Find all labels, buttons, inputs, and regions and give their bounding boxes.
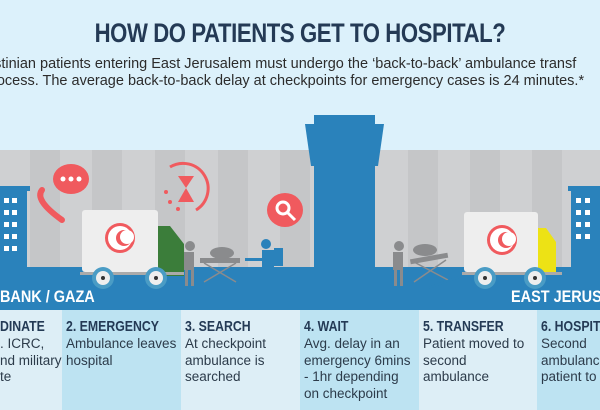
hourglass-timer-icon <box>164 161 210 212</box>
step-text: At checkpoint <box>185 336 267 351</box>
subtitle-line-2: rocess. The average back-to-back delay a… <box>0 73 585 89</box>
step-title: 3. SEARCH <box>185 318 251 335</box>
step-title: 6. HOSPITA <box>541 318 600 335</box>
page-title: HOW DO PATIENTS GET TO HOSPITAL? <box>94 18 506 48</box>
region-label-right: EAST JERUS <box>511 287 600 306</box>
step-text: . ICRC, <box>0 336 45 351</box>
patient-stretcher-right <box>393 241 463 289</box>
right-hospital-building <box>568 186 600 269</box>
step-text: Patient moved to <box>423 336 525 351</box>
step-text: searched <box>185 369 241 384</box>
step-text: Ambulance leaves <box>66 336 177 351</box>
step-text: patient to <box>541 369 597 384</box>
watchtower <box>305 115 384 270</box>
step-text: - 1hr depending <box>304 369 399 384</box>
search-icon <box>267 193 303 227</box>
checkpoint-illustration <box>0 115 600 310</box>
step-title: 2. EMERGENCY <box>66 318 159 335</box>
step-text: ambulance <box>541 352 600 368</box>
step-text: second <box>423 352 467 368</box>
step-text: ambulance <box>423 369 490 384</box>
step-search: 3. SEARCH At checkpoint ambulance is sea… <box>181 310 300 410</box>
step-text: Second <box>541 336 587 351</box>
step-text: emergency 6mins <box>304 352 411 368</box>
step-text: nd military <box>0 352 62 368</box>
step-hospital: 6. HOSPITA Second ambulance patient to <box>537 310 600 410</box>
step-text: Avg. delay in an <box>304 336 400 351</box>
step-coordinate: DINATE . ICRC, nd military te <box>0 310 62 410</box>
step-emergency: 2. EMERGENCY Ambulance leaves hospital <box>62 310 181 410</box>
step-text: te <box>0 369 12 384</box>
step-wait: 4. WAIT Avg. delay in an emergency 6mins… <box>300 310 419 410</box>
ambulance-left <box>80 210 184 289</box>
region-label-left: BANK / GAZA <box>0 287 95 306</box>
step-text: ambulance is <box>185 352 265 368</box>
step-title: 5. TRANSFER <box>423 318 504 335</box>
left-hospital-building <box>0 186 30 269</box>
patient-stretcher-left <box>184 241 240 286</box>
ambulance-right <box>462 212 562 289</box>
subtitle-line-1: estinian patients entering East Jerusale… <box>0 56 577 72</box>
step-title: DINATE <box>0 318 45 335</box>
steps-row: DINATE . ICRC, nd military te 2. EMERGEN… <box>0 310 600 410</box>
step-text: on checkpoint <box>304 385 388 401</box>
soldier-figure <box>245 239 283 286</box>
step-transfer: 5. TRANSFER Patient moved to second ambu… <box>419 310 537 410</box>
phone-call-icon <box>37 164 89 223</box>
step-text: hospital <box>66 352 113 368</box>
step-title: 4. WAIT <box>304 318 349 335</box>
